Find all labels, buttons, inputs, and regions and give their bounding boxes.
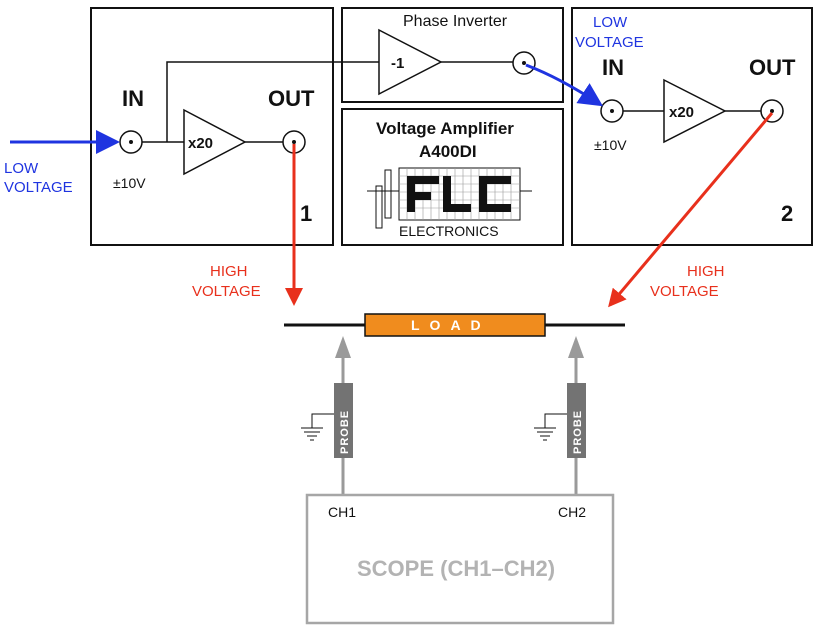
load-resistor (364, 313, 546, 337)
amp2-input-connector[interactable] (600, 99, 624, 123)
inverter-output-connector[interactable] (512, 51, 536, 75)
amplifier-2-module: LOW VOLTAGE IN OUT ±10V x20 2 (571, 7, 813, 246)
probe-2-label: PROBE (572, 410, 584, 454)
probe-1-label: PROBE (339, 410, 351, 454)
amp2-in-label: IN (602, 55, 624, 80)
high-voltage-label-2-line2: VOLTAGE (650, 283, 719, 300)
amplifier-1-module: IN OUT ±10V x20 1 (90, 7, 334, 246)
probe-2-body (567, 383, 586, 458)
amp1-range-label: ±10V (113, 175, 146, 191)
probe-2-tip (568, 336, 584, 358)
low-voltage-line1: LOW (4, 160, 39, 177)
amp2-number: 2 (781, 201, 793, 226)
amp1-number: 1 (300, 201, 312, 226)
logo-subtitle: ELECTRONICS (399, 223, 499, 239)
probe-2: PROBE (534, 336, 586, 495)
probe-2-ground-icon (534, 413, 567, 441)
high-voltage-label-1-line1: HIGH (210, 263, 248, 280)
scope-label: SCOPE (CH1–CH2) (357, 556, 555, 581)
amp2-output-connector[interactable] (760, 99, 784, 123)
amp1-triangle (183, 108, 247, 176)
probe-1-body (334, 383, 353, 458)
product-title: Voltage Amplifier (376, 119, 514, 138)
probe-1-tip (335, 336, 351, 358)
amp2-triangle (663, 78, 727, 144)
amp2-low-voltage-line2: VOLTAGE (575, 34, 644, 51)
phase-inverter-title: Phase Inverter (403, 13, 508, 30)
scope-box (305, 493, 615, 625)
phase-inverter-module: Phase Inverter -1 (341, 7, 564, 103)
load: LOAD (284, 313, 625, 337)
low-voltage-input-signal: LOW VOLTAGE (4, 130, 120, 196)
amp2-range-label: ±10V (594, 137, 627, 153)
high-voltage-arrow-2 (608, 112, 774, 308)
inverter-gain-label: -1 (391, 55, 404, 72)
inverted-signal-arrow (525, 63, 604, 107)
low-voltage-line2: VOLTAGE (4, 179, 73, 196)
inverter-feed-wire (166, 61, 379, 142)
amp2-gain-label: x20 (669, 104, 694, 121)
scope-ch1-label: CH1 (328, 504, 356, 520)
amp1-input-connector[interactable] (119, 130, 143, 154)
amp1-in-label: IN (122, 86, 144, 111)
product-info-module: Voltage Amplifier A400DI (341, 108, 564, 246)
scope-ch2-label: CH2 (558, 504, 586, 520)
amp1-gain-label: x20 (188, 135, 213, 152)
scope: CH1 CH2 SCOPE (CH1–CH2) (305, 493, 615, 625)
amp2-low-voltage-line1: LOW (593, 14, 628, 31)
high-voltage-label-1-line2: VOLTAGE (192, 283, 261, 300)
inverter-triangle (378, 28, 443, 96)
product-model: A400DI (419, 142, 477, 161)
load-label: LOAD (411, 317, 491, 333)
flc-logo: ELECTRONICS (367, 167, 532, 239)
amp1-out-label: OUT (268, 86, 315, 111)
probe-1-ground-icon (301, 413, 334, 441)
amp2-out-label: OUT (749, 55, 796, 80)
probe-1: PROBE (301, 336, 353, 495)
high-voltage-label-2-line1: HIGH (687, 263, 725, 280)
